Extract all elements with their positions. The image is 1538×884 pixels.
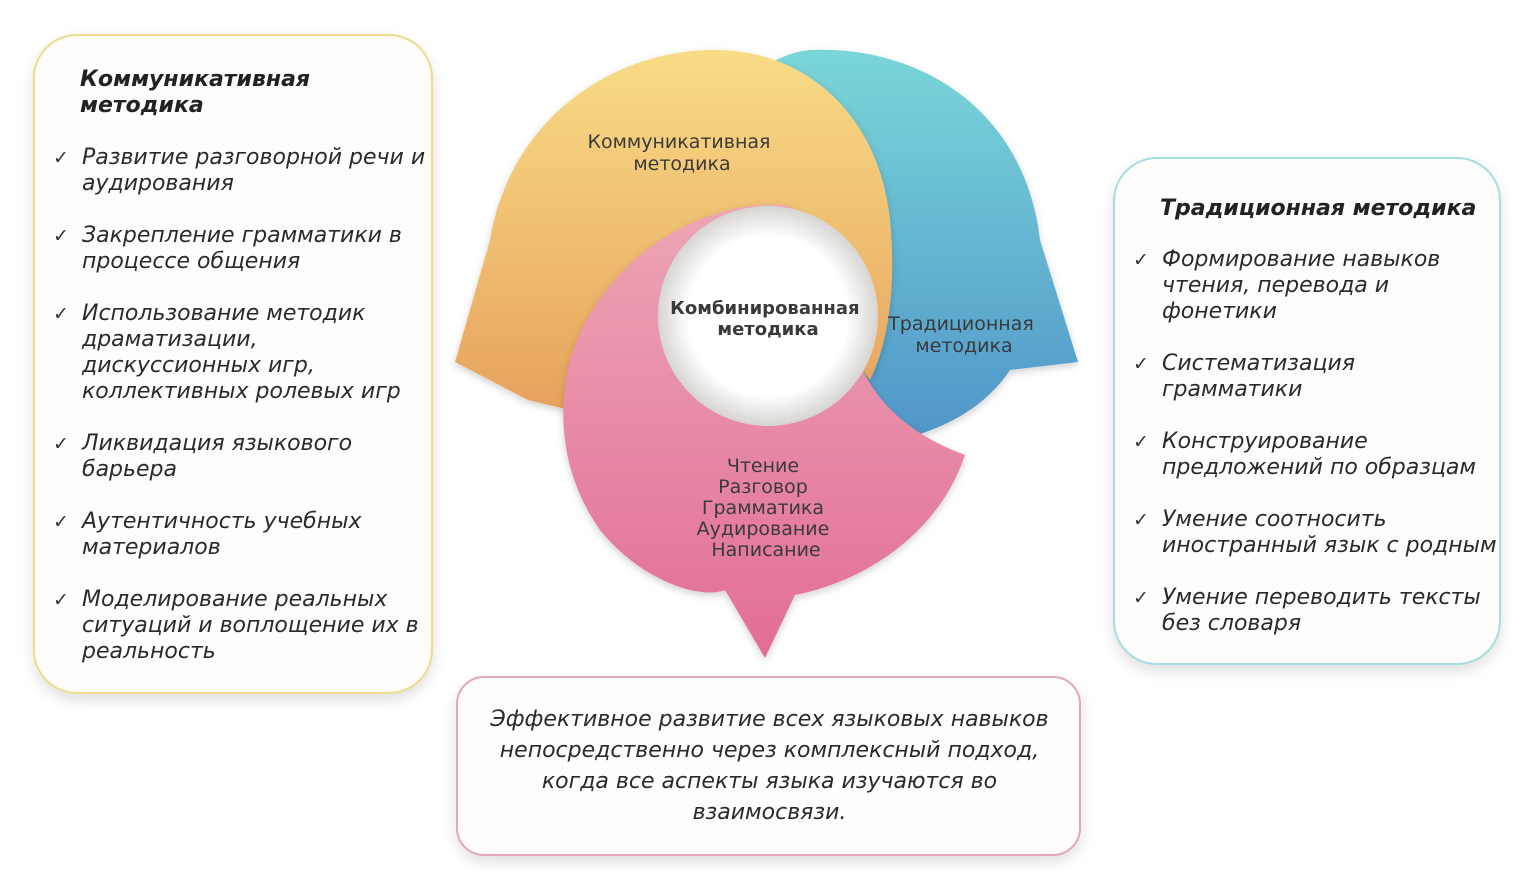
combined-method-summary-card: Эффективное развитие всех языковых навык… <box>456 676 1081 856</box>
list-item: ✓Умение соотносить иностранный язык с ро… <box>1133 507 1497 558</box>
check-icon: ✓ <box>1133 587 1149 609</box>
check-icon: ✓ <box>53 225 69 247</box>
traditional-method-title: Традиционная методика <box>1160 196 1477 221</box>
communicative-method-list: ✓Развитие разговорной речи и аудирования… <box>50 145 430 691</box>
traditional-method-card: Традиционная методика ✓Формирование навы… <box>1113 157 1501 665</box>
combined-label: Комбинированная методика <box>670 298 866 340</box>
check-icon: ✓ <box>53 147 69 169</box>
list-item: ✓Моделирование реальных ситуаций и вопло… <box>53 587 419 664</box>
check-icon: ✓ <box>1133 509 1149 531</box>
traditional-label: Традиционная методика <box>887 313 1040 357</box>
check-icon: ✓ <box>53 511 69 533</box>
check-icon: ✓ <box>53 433 69 455</box>
list-item: ✓Использование методик драматизации, дис… <box>53 301 401 404</box>
check-icon: ✓ <box>1133 353 1149 375</box>
list-item: ✓Аутентичность учебных материалов <box>53 509 362 560</box>
combined-method-summary: Эффективное развитие всех языковых навык… <box>490 707 1049 825</box>
list-item: ✓Умение переводить тексты без словаря <box>1133 585 1481 636</box>
check-icon: ✓ <box>53 303 69 325</box>
list-item: ✓Закрепление грамматики в процессе общен… <box>53 223 402 274</box>
communicative-label: Коммуникативная методика <box>587 131 776 175</box>
list-item: ✓Систематизация грамматики <box>1133 351 1355 402</box>
center-circle <box>658 206 878 426</box>
list-item: ✓Развитие разговорной речи и аудирования <box>53 145 426 196</box>
list-item: ✓Конструирование предложений по образцам <box>1133 429 1477 480</box>
communicative-method-card: Коммуникативная методика ✓Развитие разго… <box>33 34 433 694</box>
list-item: ✓Ликвидация языкового барьера <box>53 431 353 482</box>
list-item: ✓Формирование навыков чтения, перевода и… <box>1133 247 1441 324</box>
check-icon: ✓ <box>53 589 69 611</box>
methods-venn-diagram: Коммуникативная методика Традиционная ме… <box>455 49 1078 659</box>
check-icon: ✓ <box>1133 249 1149 271</box>
communicative-method-title: Коммуникативная методика <box>80 67 311 118</box>
communicative-method-shape <box>455 49 893 410</box>
skills-label: Чтение Разговор Грамматика Аудирование Н… <box>697 455 836 561</box>
check-icon: ✓ <box>1133 431 1149 453</box>
traditional-method-list: ✓Формирование навыков чтения, перевода и… <box>1130 247 1502 663</box>
